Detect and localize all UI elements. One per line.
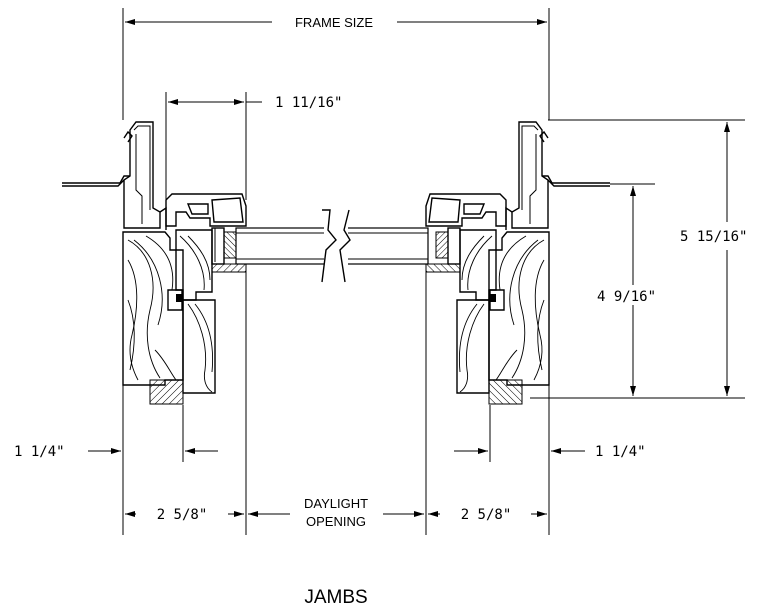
sash-width-label: 1 11/16" (275, 95, 342, 111)
right-offset-label: 1 1/4" (595, 444, 646, 460)
bottom-dimension-chain: 2 5/8" DAYLIGHT OPENING 2 5/8" (125, 496, 547, 529)
frame-size-label: FRAME SIZE (295, 15, 373, 30)
drawing-title: JAMBS (304, 587, 367, 608)
right-jamb-label: 2 5/8" (461, 507, 512, 523)
right-offset-dimension: 1 1/4" (454, 444, 646, 460)
extension-lines (122, 8, 745, 535)
frame-size-dimension: FRAME SIZE (125, 15, 547, 30)
sash-width-dimension: 1 11/16" (168, 95, 342, 111)
overall-height-dimension: 5 15/16" (680, 122, 747, 396)
daylight-label-line2: OPENING (306, 514, 366, 529)
left-offset-dimension: 1 1/4" (14, 444, 218, 460)
left-jamb-section (62, 121, 247, 405)
inner-height-label: 4 9/16" (597, 289, 656, 305)
right-jamb-section (425, 121, 610, 405)
inner-height-dimension: 4 9/16" (597, 186, 656, 396)
glazing-unit (235, 205, 429, 283)
left-offset-label: 1 1/4" (14, 444, 65, 460)
left-jamb-label: 2 5/8" (157, 507, 208, 523)
daylight-label-line1: DAYLIGHT (304, 496, 368, 511)
overall-height-label: 5 15/16" (680, 229, 747, 245)
